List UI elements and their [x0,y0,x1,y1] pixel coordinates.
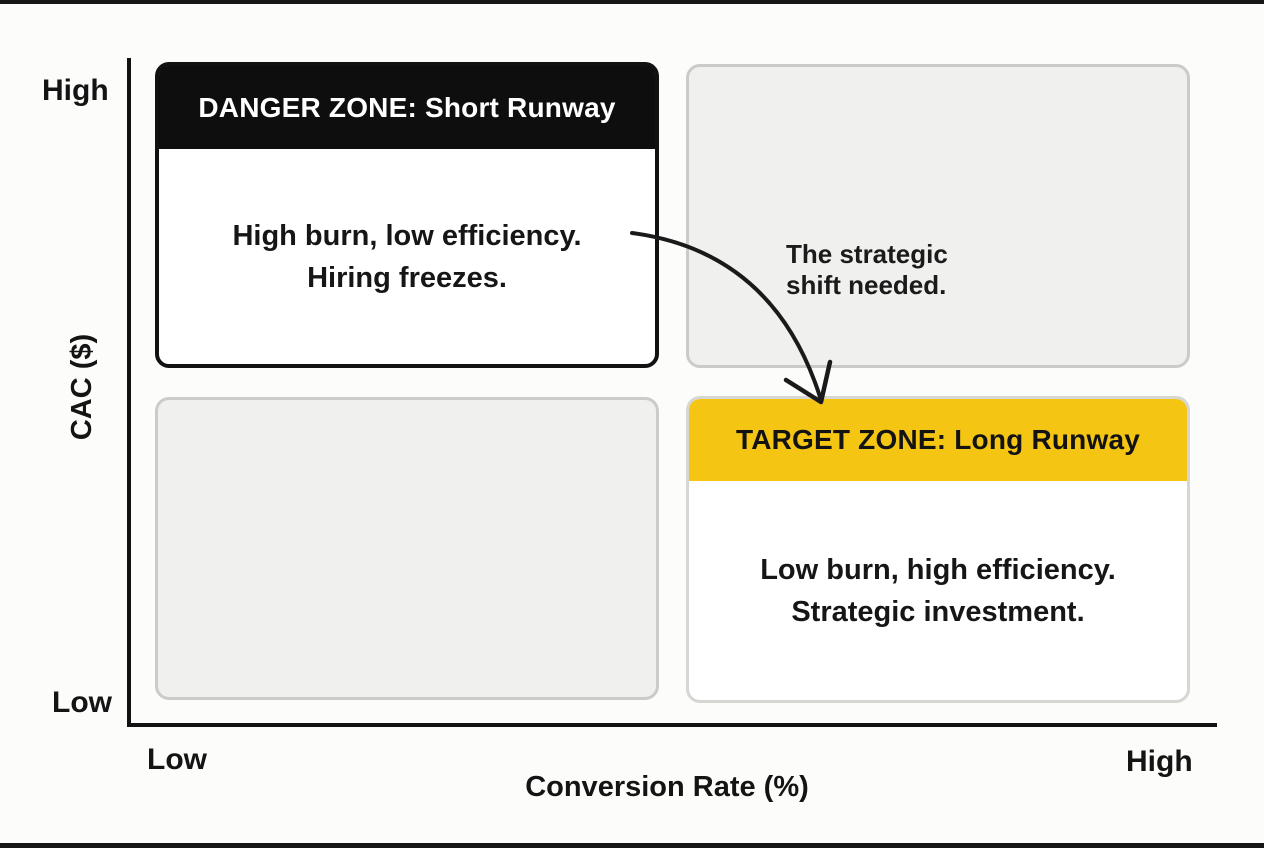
strategic-shift-note: The strategic shift needed. [786,239,948,301]
target-zone-body-line2: Strategic investment. [791,595,1085,628]
target-zone-body-line1: Low burn, high efficiency. [760,553,1116,586]
danger-zone-body-line2: Hiring freezes. [307,261,507,294]
danger-zone-body-line1: High burn, low efficiency. [232,219,582,252]
bottom-edge-bar [0,843,1264,848]
x-axis-line [127,723,1217,727]
x-axis-title: Conversion Rate (%) [525,771,809,803]
y-axis-title: CAC ($) [66,333,98,441]
target-zone-box: TARGET ZONE: Long Runway Low burn, high … [686,396,1190,703]
y-axis-low-label: Low [52,686,112,719]
top-right-quadrant: The strategic shift needed. [686,64,1190,368]
top-edge-bar [0,0,1264,4]
strategic-shift-note-line2: shift needed. [786,270,947,300]
danger-zone-body: High burn, low efficiency. Hiring freeze… [159,149,655,364]
strategic-shift-note-line1: The strategic [786,239,948,269]
target-zone-header: TARGET ZONE: Long Runway [689,399,1187,481]
x-axis-high-label: High [1126,745,1193,778]
y-axis-high-label: High [42,74,109,107]
danger-zone-header: DANGER ZONE: Short Runway [159,66,655,149]
y-axis-line [127,58,131,727]
bottom-left-quadrant [155,397,659,700]
target-zone-body: Low burn, high efficiency. Strategic inv… [689,481,1187,700]
x-axis-low-label: Low [147,743,207,776]
danger-zone-box: DANGER ZONE: Short Runway High burn, low… [155,62,659,368]
